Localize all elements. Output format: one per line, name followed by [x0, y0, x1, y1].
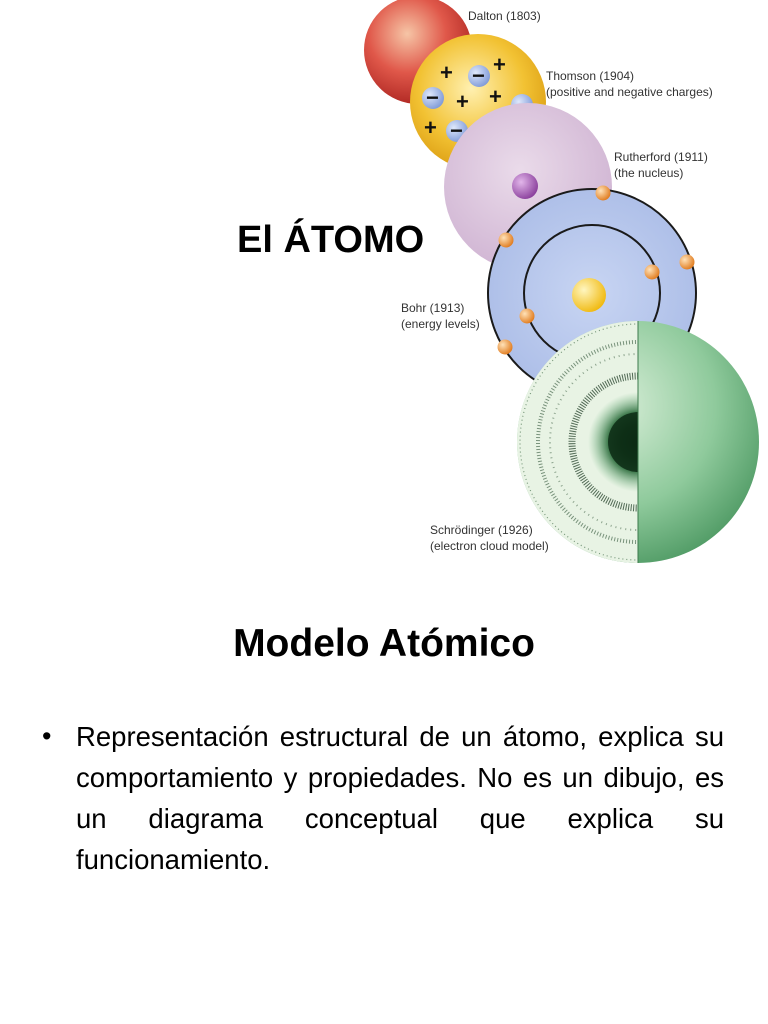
electron: [497, 339, 513, 355]
electron: [519, 308, 535, 324]
rutherford-nucleus: [512, 173, 538, 199]
electron: [679, 254, 695, 270]
slide-heading: El ÁTOMO: [237, 219, 425, 261]
plus-sign: +: [424, 115, 437, 140]
schrodinger-description: (electron cloud model): [430, 539, 549, 553]
atomic-models-illustration: − − − + + + + +: [364, 0, 759, 563]
plus-sign: +: [440, 60, 453, 85]
section-title: Modelo Atómico: [233, 622, 535, 665]
rutherford-label: Rutherford (1911): [614, 150, 708, 164]
bohr-label: Bohr (1913): [401, 301, 464, 315]
bohr-description: (energy levels): [401, 317, 480, 331]
schrodinger-label: Schrödinger (1926): [430, 523, 533, 537]
thomson-label: Thomson (1904): [546, 69, 634, 83]
bullet-text: Representación estructural de un átomo, …: [76, 721, 724, 875]
plus-sign: +: [493, 52, 506, 77]
plus-sign: +: [489, 84, 502, 109]
bohr-nucleus: [572, 278, 606, 312]
minus-sign: −: [472, 63, 485, 88]
thomson-charges: − − − + + + + +: [422, 52, 533, 143]
electron: [644, 264, 660, 280]
bullet-list: • Representación estructural de un átomo…: [40, 716, 724, 880]
schrodinger-sphere: [517, 321, 759, 563]
thomson-description: (positive and negative charges): [546, 85, 713, 99]
bullet-item: • Representación estructural de un átomo…: [40, 716, 724, 880]
plus-sign: +: [456, 89, 469, 114]
bullet-mark: •: [42, 721, 52, 751]
electron: [498, 232, 514, 248]
dalton-label: Dalton (1803): [468, 9, 541, 23]
rutherford-description: (the nucleus): [614, 166, 683, 180]
minus-sign: −: [426, 85, 439, 110]
electron: [595, 185, 611, 201]
minus-sign: −: [450, 118, 463, 143]
